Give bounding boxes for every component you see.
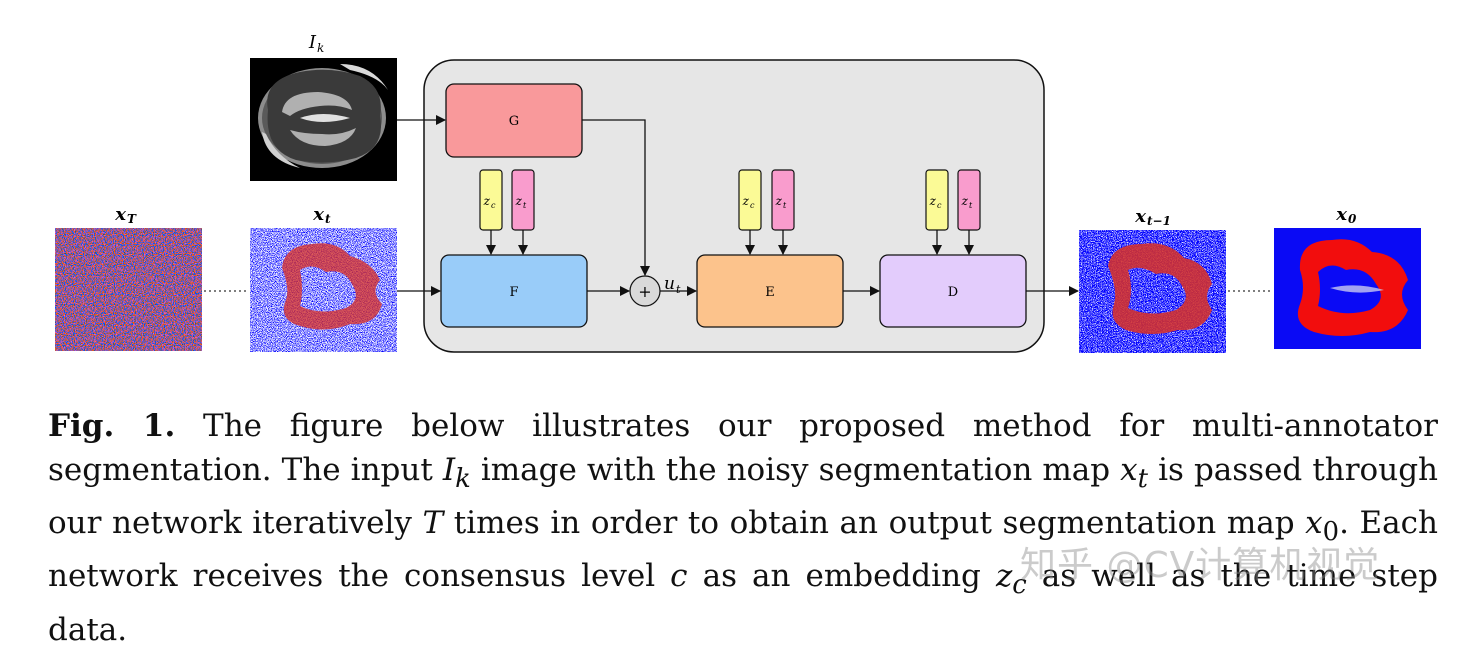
watermark: 知乎 @CV计算机视觉 <box>1020 545 1381 586</box>
svg-text:x: x <box>1335 204 1347 225</box>
svg-text:x: x <box>114 204 126 225</box>
svg-text:E: E <box>765 285 775 300</box>
svg-text:u: u <box>664 274 675 294</box>
arrows <box>397 115 1079 296</box>
embedding-zt-d: z t <box>957 169 981 231</box>
embedding-zc-e: z c <box>738 169 762 231</box>
svg-text:t−1: t−1 <box>1147 214 1171 228</box>
caption-c: c <box>670 558 688 595</box>
svg-text:+: + <box>638 282 651 301</box>
svg-text:z: z <box>742 194 750 208</box>
block-f: F <box>440 254 588 328</box>
caption-text-2: image with the noisy segmentation map <box>470 452 1121 488</box>
caption-ik-sub: k <box>455 464 471 495</box>
svg-text:z: z <box>483 194 491 208</box>
embedding-zt-f: z t <box>511 169 535 231</box>
svg-text:0: 0 <box>1348 212 1357 226</box>
caption-x0-sub: 0 <box>1322 517 1340 548</box>
sum-node: + <box>629 275 661 307</box>
caption-text-5: . Each network receives the consensus le… <box>48 505 1438 595</box>
svg-text:z: z <box>515 194 523 208</box>
svg-text:z: z <box>961 194 969 208</box>
svg-text:x: x <box>1134 206 1146 227</box>
denoised-image-xt-1 <box>1079 230 1226 353</box>
svg-text:t: t <box>783 201 787 210</box>
label-x0: x 0 <box>1335 204 1357 226</box>
caption-text-4: times in order to obtain an output segme… <box>443 505 1306 542</box>
noise-image-xT <box>55 228 202 351</box>
svg-text:k: k <box>317 41 324 55</box>
label-xT: x T <box>114 204 137 226</box>
svg-text:c: c <box>491 201 496 210</box>
input-image-ik <box>250 58 397 181</box>
svg-text:F: F <box>509 285 518 300</box>
svg-text:z: z <box>929 194 937 208</box>
label-xt-1: x t−1 <box>1134 206 1171 228</box>
svg-text:t: t <box>523 201 527 210</box>
output-image-x0 <box>1274 228 1421 349</box>
svg-text:G: G <box>509 114 519 129</box>
diagram-svg: I k x T x t x t−1 x 0 G F E D z c <box>55 32 1421 353</box>
noisy-image-xt <box>250 228 397 352</box>
svg-text:t: t <box>969 201 973 210</box>
embedding-zc-d: z c <box>925 169 949 231</box>
caption-ik: I <box>442 452 456 488</box>
svg-text:t: t <box>325 212 331 226</box>
figure-caption: Fig. 1. The figure below illustrates our… <box>48 404 1438 652</box>
svg-text:T: T <box>127 212 137 226</box>
caption-xt: x <box>1120 452 1138 488</box>
svg-text:c: c <box>937 201 942 210</box>
caption-text-3: is passed through our network iterativel… <box>48 452 1438 542</box>
block-d: D <box>879 254 1027 328</box>
block-e: E <box>696 254 844 328</box>
diagram: I k x T x t x t−1 x 0 G F E D z c <box>55 32 1421 353</box>
caption-T: T <box>422 505 444 542</box>
svg-text:z: z <box>775 194 783 208</box>
svg-text:x: x <box>312 204 324 225</box>
caption-text-1: The figure below illustrates our propose… <box>48 408 1438 488</box>
caption-text-6: as an embedding <box>687 558 996 595</box>
svg-text:c: c <box>750 201 755 210</box>
caption-xt-sub: t <box>1137 464 1149 495</box>
block-g: G <box>445 83 583 158</box>
arrow-g-to-sum <box>582 119 650 276</box>
caption-zc: z <box>995 558 1013 595</box>
svg-text:D: D <box>948 285 958 300</box>
embedding-zc-f: z c <box>479 169 503 231</box>
embedding-zt-e: z t <box>771 169 795 231</box>
label-ik: I k <box>308 32 324 55</box>
caption-x0: x <box>1305 505 1323 542</box>
svg-text:I: I <box>308 32 317 53</box>
caption-zc-sub: c <box>1012 570 1027 601</box>
caption-label: Fig. 1. <box>48 408 176 444</box>
label-ut: u t <box>664 274 681 296</box>
svg-text:t: t <box>676 283 681 296</box>
label-xt: x t <box>312 204 331 226</box>
